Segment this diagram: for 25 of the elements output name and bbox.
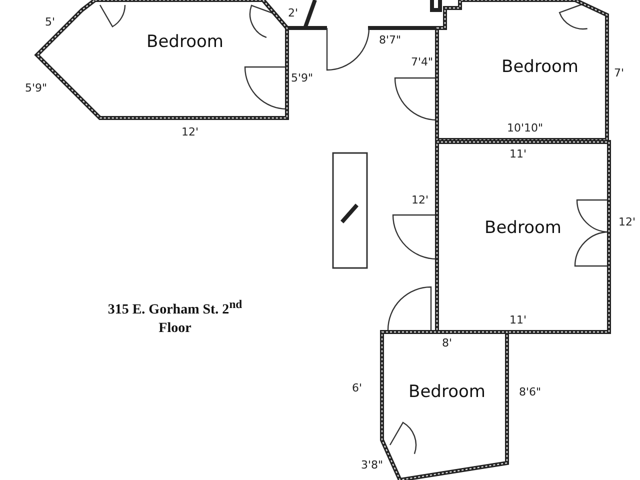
room-name: Bedroom	[502, 57, 578, 77]
dimension-label: 8'7"	[378, 34, 402, 46]
dimension-label: 6'	[352, 382, 362, 394]
dimension-label: 8'6"	[518, 386, 542, 398]
room-name: Bedroom	[408, 382, 486, 402]
room-name: Bedroom	[146, 32, 224, 52]
dimension-label: 11'	[509, 148, 527, 160]
dimension-label: 2'	[288, 6, 298, 20]
dimension-label: 5'9"	[24, 82, 48, 94]
dimension-label: 12'	[618, 216, 636, 228]
dimension-label: 10'10"	[506, 122, 544, 134]
dimension-label: 3'8"	[360, 458, 384, 472]
room-outline	[437, 142, 609, 332]
dimension-label: 12'	[181, 126, 199, 138]
room-name: Bedroom	[484, 218, 562, 238]
dimension-label: 11'	[509, 314, 527, 326]
address-title: 315 E. Gorham St. 2$^{nd}$ Floor	[106, 297, 244, 338]
dimension-label: 8'	[442, 336, 452, 350]
dimension-label: 7'	[614, 66, 624, 80]
dimension-label: 5'	[44, 16, 56, 28]
room-outline	[437, 0, 607, 140]
dimension-label: 7'4"	[410, 56, 434, 68]
dimension-label: 12'	[411, 194, 429, 206]
dimension-label: 5'9"	[290, 72, 314, 84]
room-outline	[382, 332, 507, 480]
